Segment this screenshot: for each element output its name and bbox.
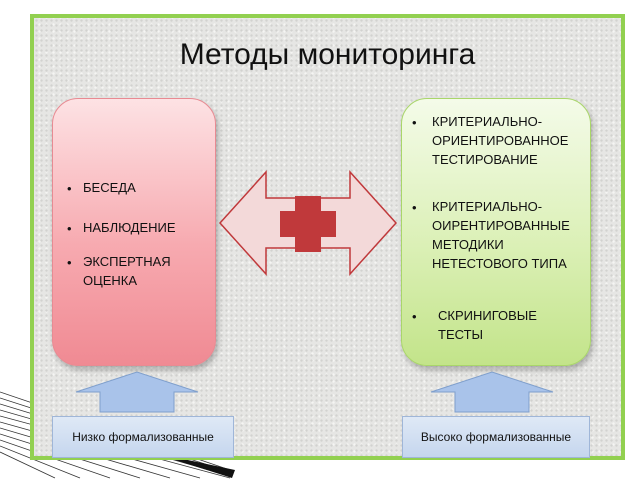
double-arrow-icon xyxy=(218,170,398,276)
method-criterion-nontest-line4: НЕТЕСТОВОГО ТИПА xyxy=(432,256,567,271)
method-criterion-nontest-line2: ОИРЕНТИРОВАННЫЕ xyxy=(432,218,570,233)
high-formalized-label: Высоко формализованные xyxy=(402,416,590,458)
method-screening-line2: ТЕСТЫ xyxy=(438,327,484,342)
method-criterion-testing-line1: КРИТЕРИАЛЬНО- xyxy=(432,114,543,129)
slide-title: Методы мониторинга xyxy=(179,38,476,71)
bullet: • xyxy=(67,255,72,270)
bullet: • xyxy=(412,115,417,130)
method-expert-line2: ОЦЕНКА xyxy=(83,273,138,288)
up-arrow-icon xyxy=(430,371,554,413)
slide: Методы мониторинга • БЕСЕДА • НАБЛЮДЕНИЕ… xyxy=(30,14,625,460)
low-formalized-methods-panel: • БЕСЕДА • НАБЛЮДЕНИЕ • ЭКСПЕРТНАЯ ОЦЕНК… xyxy=(52,98,216,366)
low-formalized-label: Низко формализованные xyxy=(52,416,234,458)
plus-cross-icon xyxy=(280,196,336,252)
up-arrow-icon xyxy=(75,371,199,413)
bullet: • xyxy=(412,309,417,324)
method-criterion-nontest-line3: МЕТОДИКИ xyxy=(432,237,504,252)
method-screening-line1: СКРИНИГОВЫЕ xyxy=(438,308,537,323)
method-criterion-testing-line3: ТЕСТИРОВАНИЕ xyxy=(432,152,538,167)
method-observation: НАБЛЮДЕНИЕ xyxy=(83,220,176,235)
method-criterion-nontest-line1: КРИТЕРИАЛЬНО- xyxy=(432,199,543,214)
method-criterion-testing-line2: ОРИЕНТИРОВАННОЕ xyxy=(432,133,569,148)
method-conversation: БЕСЕДА xyxy=(83,180,136,195)
high-formalized-methods-panel: • КРИТЕРИАЛЬНО- ОРИЕНТИРОВАННОЕ ТЕСТИРОВ… xyxy=(401,98,591,366)
bullet: • xyxy=(67,221,72,236)
bullet: • xyxy=(412,200,417,215)
method-expert-line1: ЭКСПЕРТНАЯ xyxy=(83,254,171,269)
bullet: • xyxy=(67,181,72,196)
